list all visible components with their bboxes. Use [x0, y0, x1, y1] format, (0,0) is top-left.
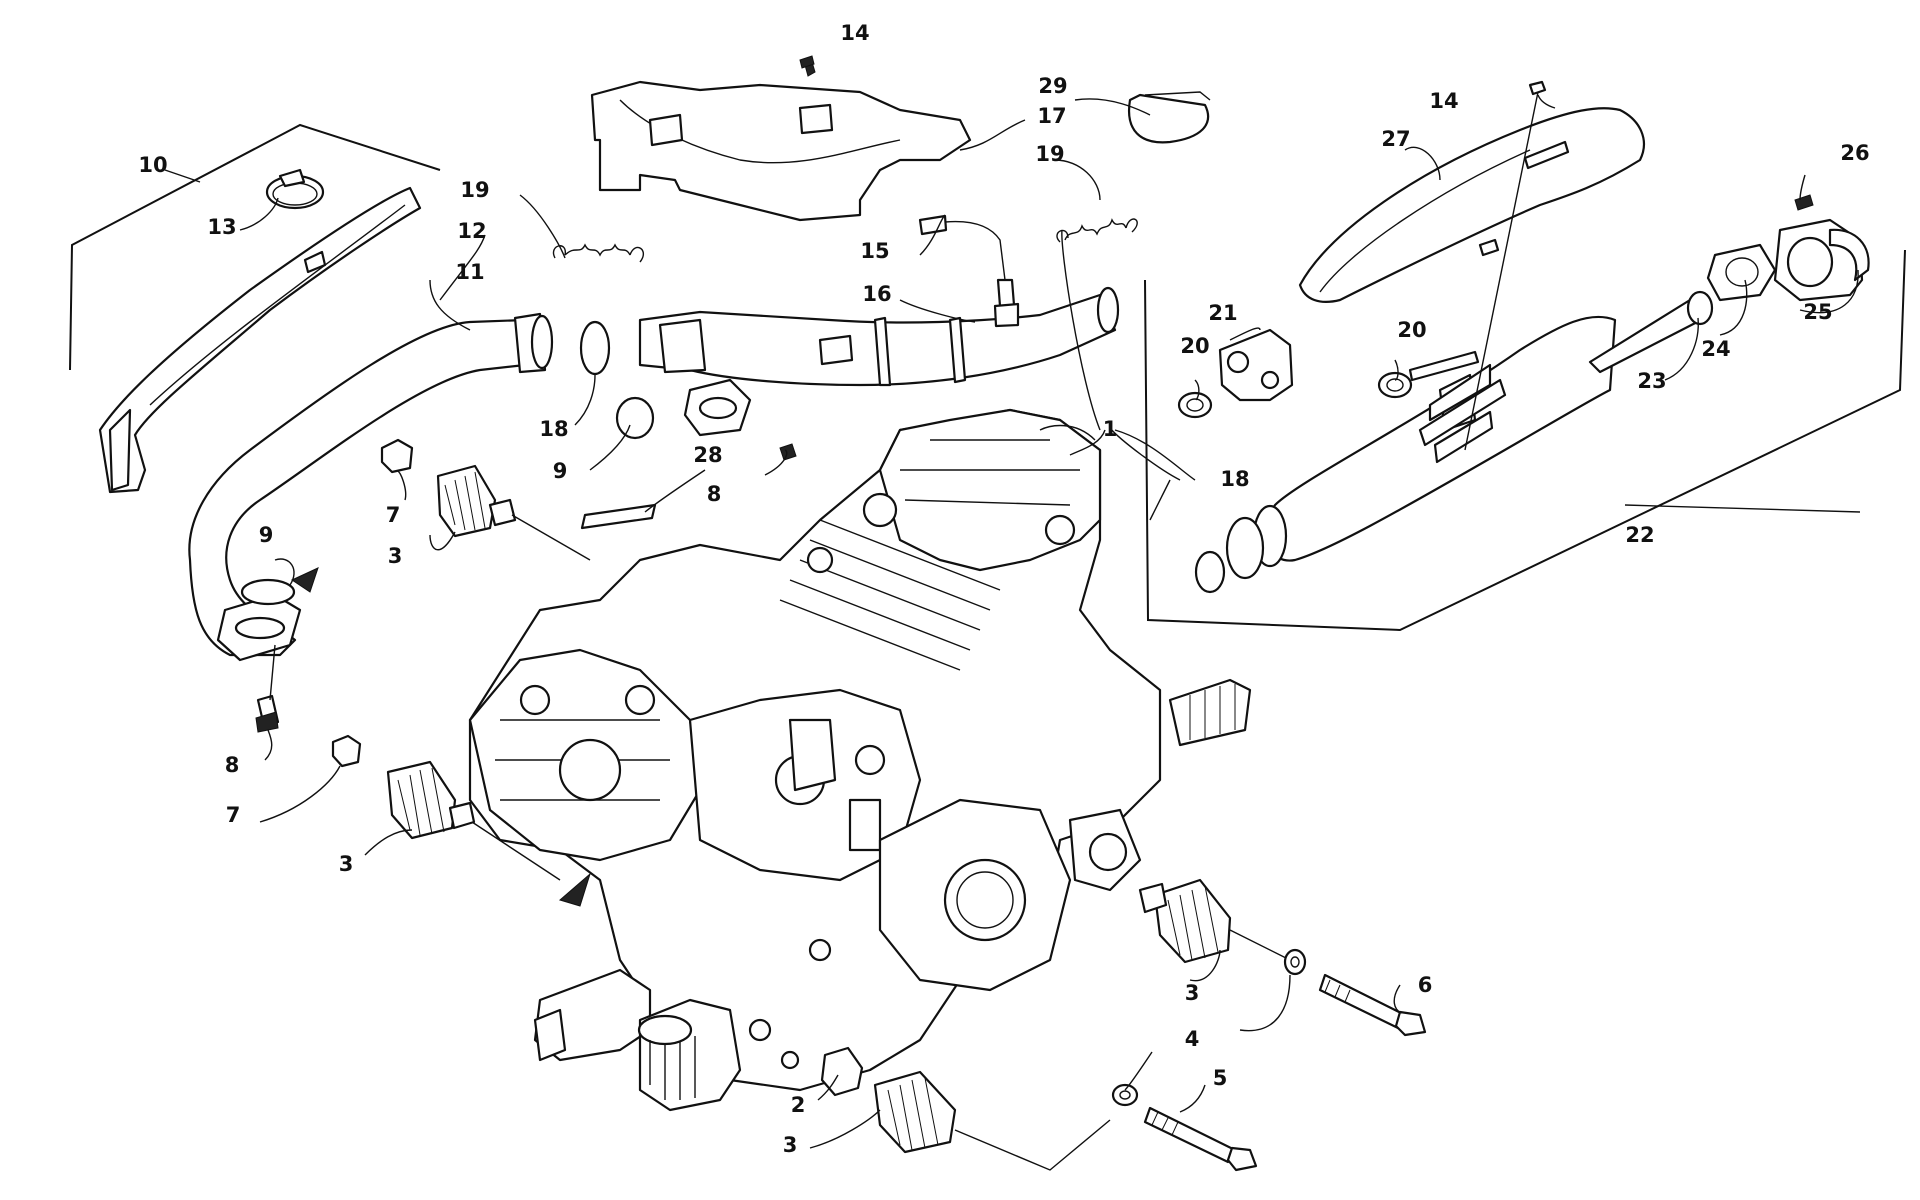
tailpipe-gasket	[1706, 243, 1777, 302]
callout-18-left: 18	[539, 417, 568, 441]
hose-clamp	[265, 168, 325, 210]
engine-mount-right	[1138, 878, 1232, 964]
callout-15: 15	[860, 239, 889, 263]
callout-23: 23	[1637, 369, 1666, 393]
leader-lines	[164, 94, 1861, 1149]
callout-14-right: 14	[1429, 89, 1458, 113]
exhaust-header-pipe	[188, 312, 554, 662]
callout-6: 6	[1418, 973, 1433, 997]
callout-1: 1	[1103, 417, 1118, 441]
cable-tie	[1127, 93, 1210, 144]
callout-27: 27	[1381, 127, 1410, 151]
engine-mount-upper-left	[436, 464, 517, 538]
callout-labels: 1 2 3 3 3 3 4 5 6 7 7 8 8 9 9 10 11 12 1…	[138, 21, 1869, 1157]
callout-22: 22	[1625, 523, 1654, 547]
engine-assembly	[290, 408, 1252, 1112]
callout-14-top: 14	[840, 21, 869, 45]
washer-4-right	[1283, 948, 1307, 976]
callout-7-upper: 7	[386, 503, 401, 527]
callout-17: 17	[1037, 104, 1066, 128]
callout-21: 21	[1208, 301, 1237, 325]
callout-19-right: 19	[1035, 142, 1064, 166]
oxygen-sensor	[918, 214, 1020, 328]
tailpipe-outlet	[1773, 218, 1870, 302]
exhaust-gasket-right	[1194, 550, 1226, 594]
bolt-5	[1143, 1106, 1258, 1172]
exhaust-gasket-left	[579, 320, 611, 376]
washer-4-bottom	[1111, 1083, 1139, 1107]
rubber-grommet-left	[1177, 391, 1213, 419]
spark-arrestor	[1588, 290, 1714, 374]
callout-3-bottom: 3	[783, 1133, 798, 1157]
callout-26: 26	[1840, 141, 1869, 165]
rubber-grommet-right	[1377, 371, 1413, 399]
exhaust-seal-ring-lower	[240, 578, 296, 606]
callout-11: 11	[455, 260, 484, 284]
bolt-6	[1318, 973, 1427, 1037]
callout-9-lower: 9	[259, 523, 274, 547]
callout-13: 13	[207, 215, 236, 239]
callout-8-lower: 8	[225, 753, 240, 777]
callout-5: 5	[1213, 1066, 1228, 1090]
callout-3-upper: 3	[388, 544, 403, 568]
callout-8-upper: 8	[707, 482, 722, 506]
callout-20-left: 20	[1180, 334, 1209, 358]
callout-4: 4	[1185, 1027, 1200, 1051]
heat-shield	[98, 186, 422, 494]
warning-label	[580, 503, 657, 530]
callout-3-right: 3	[1185, 981, 1200, 1005]
callout-2: 2	[791, 1093, 806, 1117]
engine-mount-lower-left	[386, 760, 476, 840]
exhaust-seal-ring-upper	[615, 396, 655, 440]
callout-18-right: 18	[1220, 467, 1249, 491]
callout-25: 25	[1803, 300, 1832, 324]
manifold-heat-shield	[590, 61, 972, 222]
callout-29: 29	[1038, 74, 1067, 98]
screw-26	[1794, 194, 1814, 211]
muffler-assembly	[1225, 315, 1617, 580]
bolt-8-lower	[255, 694, 280, 733]
engine-mount-bottom	[873, 1070, 957, 1154]
callout-12: 12	[457, 219, 486, 243]
spacer-2	[820, 1046, 864, 1097]
callout-19-left: 19	[460, 178, 489, 202]
callout-10: 10	[138, 153, 167, 177]
bushing-7-lower	[331, 734, 362, 768]
callout-3-left: 3	[339, 852, 354, 876]
exhaust-mid-pipe	[638, 286, 1120, 437]
group-bracket-10	[69, 123, 441, 371]
screw-14-top	[799, 55, 815, 69]
exhaust-spring-upper	[552, 243, 645, 263]
bushing-7-upper	[380, 438, 414, 474]
bolt-8-upper	[779, 443, 797, 461]
muffler-bracket	[1218, 328, 1294, 402]
callout-24: 24	[1701, 337, 1730, 361]
callout-20-right: 20	[1397, 318, 1426, 342]
callout-16: 16	[862, 282, 891, 306]
muffler-heat-shield	[1298, 107, 1645, 303]
callout-9-upper: 9	[553, 459, 568, 483]
group-bracket-22	[1144, 249, 1906, 632]
exhaust-spring-right	[1056, 218, 1138, 243]
mount-rod	[1408, 350, 1480, 382]
callout-7-lower: 7	[226, 803, 241, 827]
callout-28: 28	[693, 443, 722, 467]
screw-14-right	[1464, 80, 1547, 451]
